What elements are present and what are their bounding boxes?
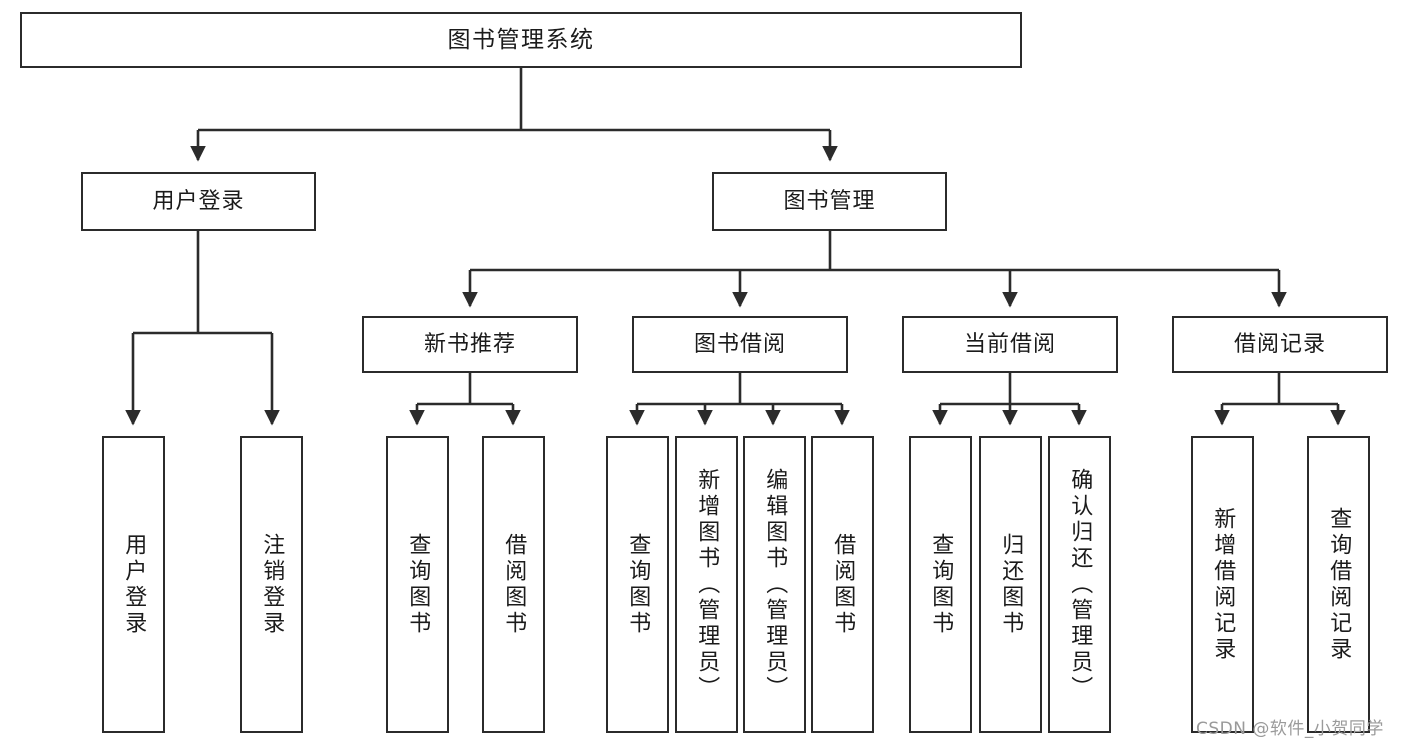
node-label: 图书借阅 xyxy=(693,331,786,357)
node-leaf-user-login[interactable]: 用户登录 xyxy=(102,436,165,733)
node-label: 新书推荐 xyxy=(423,331,516,357)
node-label: 用户登录 xyxy=(121,532,147,637)
node-label: 编辑图书（管理员） xyxy=(762,467,788,702)
node-leaf-borrow-book-recommend[interactable]: 借阅图书 xyxy=(482,436,545,733)
node-book-management[interactable]: 图书管理 xyxy=(712,172,947,231)
watermark: CSDN @软件_小贺同学 xyxy=(1196,719,1384,739)
node-borrow-record[interactable]: 借阅记录 xyxy=(1172,316,1388,373)
node-label: 查询图书 xyxy=(928,532,954,637)
node-leaf-confirm-return-admin[interactable]: 确认归还（管理员） xyxy=(1048,436,1111,733)
node-current-borrow[interactable]: 当前借阅 xyxy=(902,316,1118,373)
node-leaf-logout[interactable]: 注销登录 xyxy=(240,436,303,733)
node-leaf-edit-book-admin[interactable]: 编辑图书（管理员） xyxy=(743,436,806,733)
node-label: 用户登录 xyxy=(152,188,245,214)
node-label: 新增图书（管理员） xyxy=(694,467,720,702)
node-new-book-recommend[interactable]: 新书推荐 xyxy=(362,316,578,373)
node-label: 注销登录 xyxy=(259,532,285,637)
node-label: 确认归还（管理员） xyxy=(1067,467,1093,702)
node-leaf-query-borrow-record[interactable]: 查询借阅记录 xyxy=(1307,436,1370,733)
node-book-borrow[interactable]: 图书借阅 xyxy=(632,316,848,373)
node-label: 查询借阅记录 xyxy=(1326,506,1352,663)
node-root-book-management-system[interactable]: 图书管理系统 xyxy=(20,12,1022,68)
node-leaf-add-book-admin[interactable]: 新增图书（管理员） xyxy=(675,436,738,733)
node-leaf-return-book[interactable]: 归还图书 xyxy=(979,436,1042,733)
node-label: 查询图书 xyxy=(405,532,431,637)
node-leaf-borrow-book[interactable]: 借阅图书 xyxy=(811,436,874,733)
node-label: 图书管理 xyxy=(783,188,876,214)
node-leaf-query-book-borrow[interactable]: 查询图书 xyxy=(606,436,669,733)
node-label: 借阅图书 xyxy=(830,532,856,637)
node-label: 图书管理系统 xyxy=(447,26,595,53)
node-label: 归还图书 xyxy=(998,532,1024,637)
node-leaf-add-borrow-record[interactable]: 新增借阅记录 xyxy=(1191,436,1254,733)
node-label: 借阅图书 xyxy=(501,532,527,637)
node-label: 借阅记录 xyxy=(1233,331,1326,357)
node-leaf-query-book-current[interactable]: 查询图书 xyxy=(909,436,972,733)
node-label: 新增借阅记录 xyxy=(1210,506,1236,663)
node-leaf-query-book-recommend[interactable]: 查询图书 xyxy=(386,436,449,733)
node-label: 查询图书 xyxy=(625,532,651,637)
node-user-login[interactable]: 用户登录 xyxy=(81,172,316,231)
node-label: 当前借阅 xyxy=(963,331,1056,357)
